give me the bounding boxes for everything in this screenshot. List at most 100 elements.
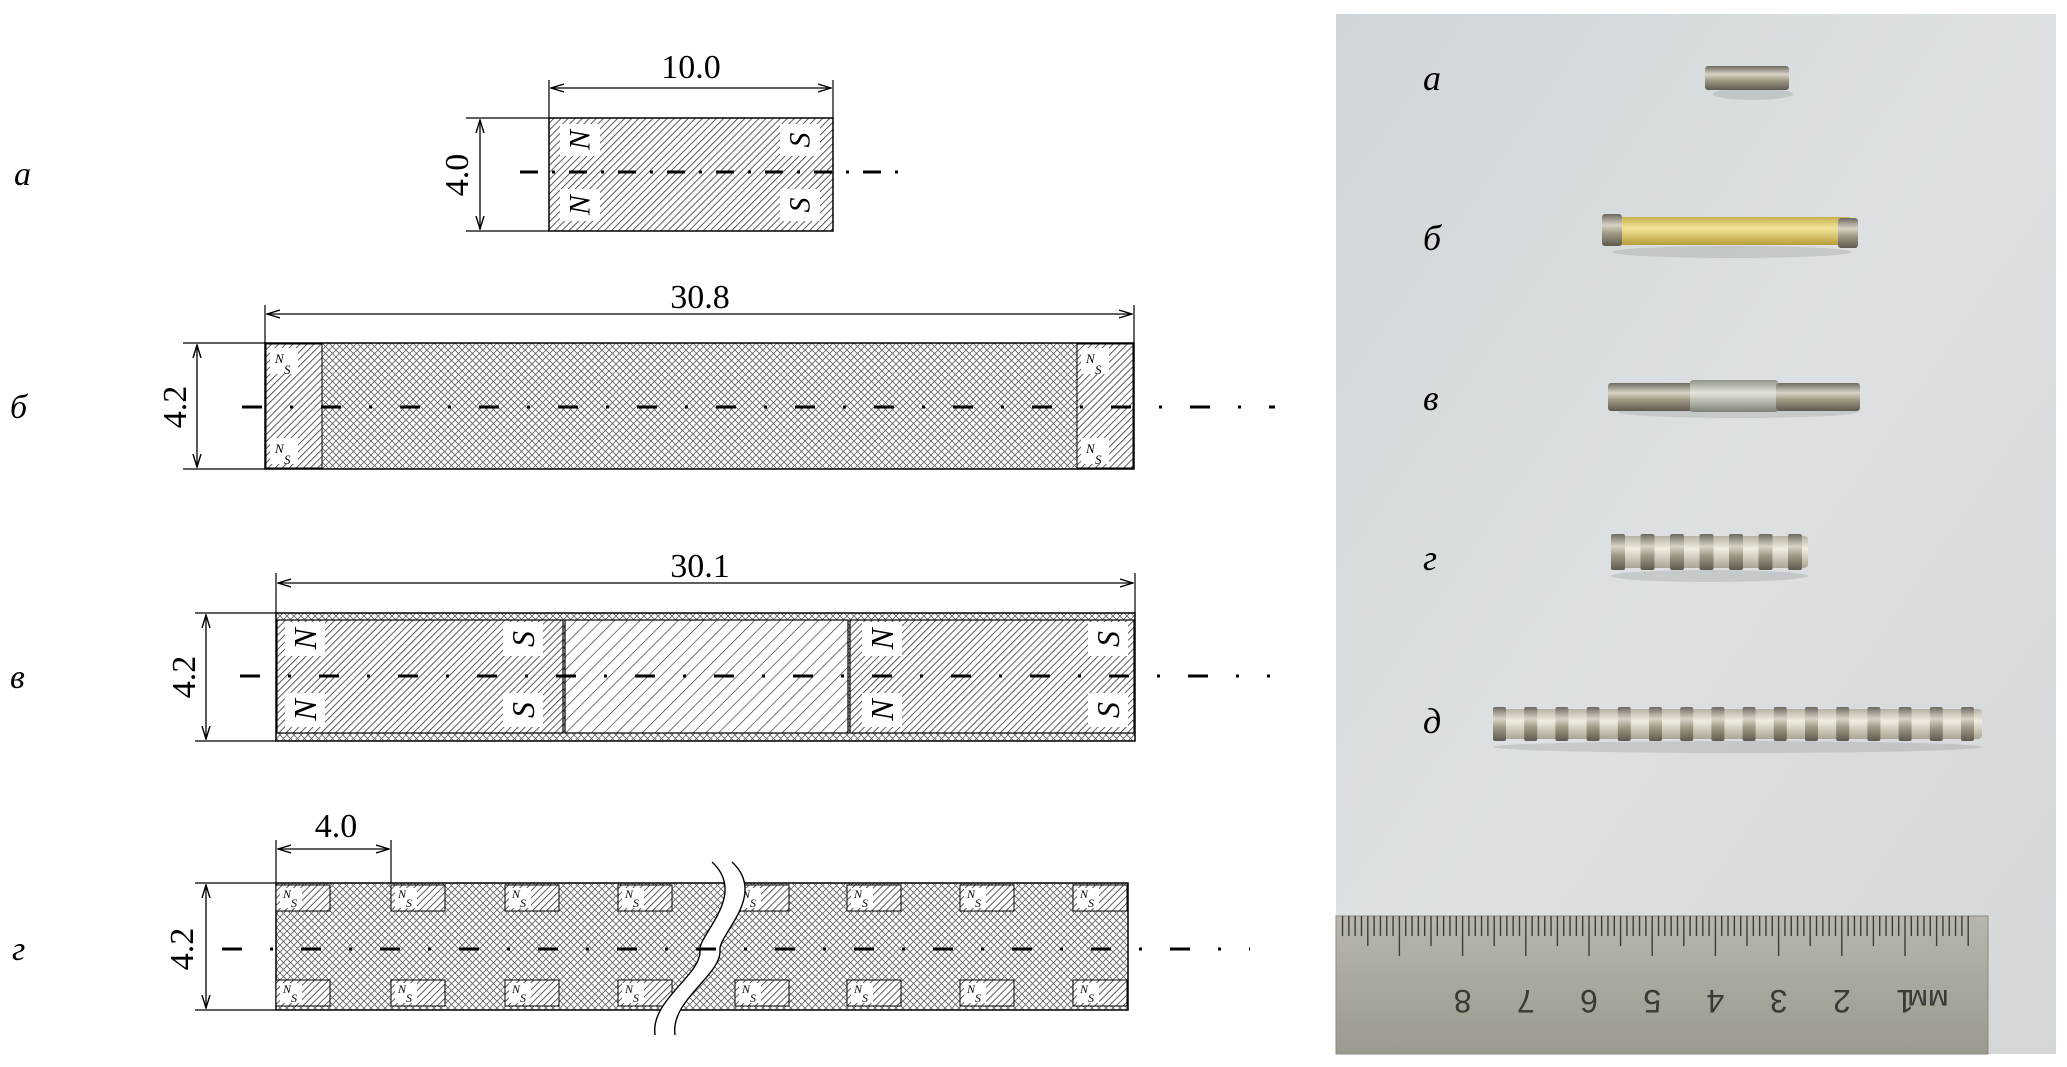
drawing-g-magnet: NS xyxy=(1072,979,1128,1007)
ruler-number: 6 xyxy=(1580,983,1598,1019)
rod-segment xyxy=(1555,707,1569,741)
drawing-v-length: 30.1 xyxy=(670,548,730,585)
photo-sample-v xyxy=(1608,380,1860,418)
drawing-g-pole-n: N xyxy=(741,887,751,901)
photo-sample-d xyxy=(1493,707,1982,753)
drawing-b-pole-n-2: N xyxy=(274,441,285,456)
drawing-b-length: 30.8 xyxy=(670,279,730,316)
ruler-number: 7 xyxy=(1517,983,1535,1019)
photo-sample-b xyxy=(1602,214,1858,258)
rod-segment xyxy=(1586,707,1600,741)
rod-segment xyxy=(1929,707,1943,741)
drawing-g-magnet: NS xyxy=(846,979,902,1007)
rod-segment xyxy=(1805,707,1818,741)
drawing-g-pole-s: S xyxy=(750,991,756,1005)
drawing-g-pole-n: N xyxy=(853,982,863,996)
drawing-g-magnet: NS xyxy=(1072,884,1128,912)
drawing-a-length: 10.0 xyxy=(661,49,721,86)
drawing-v-pole-s-4: S xyxy=(1090,702,1126,718)
rod-segment xyxy=(1611,534,1625,570)
drawing-g-pole-s: S xyxy=(291,896,297,910)
drawing-g-pole-n: N xyxy=(397,887,407,901)
rod-segment xyxy=(1898,707,1912,741)
rod-segment xyxy=(1670,534,1684,570)
drawing-g-pole-n: N xyxy=(741,982,751,996)
drawing-a-box-se xyxy=(780,189,820,221)
drawing-g-pole-s: S xyxy=(1088,991,1094,1005)
ruler-number: 5 xyxy=(1643,983,1661,1019)
ruler-number: 2 xyxy=(1833,983,1851,1019)
drawing-g-pole-n: N xyxy=(282,887,292,901)
photo-label-g: г xyxy=(1423,538,1437,578)
drawing-g-magnet: NS xyxy=(617,884,673,912)
drawing-b-pole-s-4: S xyxy=(1095,452,1102,467)
drawing-g-pole-s: S xyxy=(633,896,639,910)
drawing-g-magnet: NS xyxy=(846,884,902,912)
drawing-v-label: в xyxy=(10,659,25,696)
rod-segment xyxy=(1758,534,1773,570)
rod-segment xyxy=(1524,707,1538,741)
drawing-g-pole-s: S xyxy=(291,991,297,1005)
photo-label-v: в xyxy=(1423,378,1439,418)
drawing-g-pole-n: N xyxy=(397,982,407,996)
drawing-g-pole-s: S xyxy=(520,991,526,1005)
ruler-unit-label: мм xyxy=(1907,983,1948,1016)
drawing-a-box-sw xyxy=(560,189,600,221)
drawing-g-pole-n: N xyxy=(1079,887,1089,901)
rod-segment xyxy=(1961,707,1974,741)
drawing-g-pole-n: N xyxy=(966,887,976,901)
rod-segment xyxy=(1649,707,1662,741)
drawing-a-pole-n-top: N xyxy=(564,128,597,151)
rod-segment xyxy=(1742,707,1756,741)
rod-segment xyxy=(1493,707,1506,741)
drawing-a-pole-n-bottom: N xyxy=(564,193,597,216)
drawing-b-pole-s-3: S xyxy=(1095,362,1102,377)
drawing-g-pole-n: N xyxy=(624,982,634,996)
drawing-v-pole-n-1: N xyxy=(287,627,323,651)
photo-sample-g xyxy=(1611,534,1808,582)
drawing-g-pole-s: S xyxy=(862,896,868,910)
ruler-body xyxy=(1335,915,1989,1055)
drawing-b-height: 4.2 xyxy=(157,386,194,429)
drawing-g-magnet: NS xyxy=(734,979,790,1007)
photo-label-d: д xyxy=(1423,701,1441,741)
drawing-g-magnet: NS xyxy=(504,884,560,912)
drawing-g-magnet: NS xyxy=(390,884,446,912)
drawing-b: б N S N S N S N S 30.8 4.2 xyxy=(10,279,1275,470)
drawing-b-pole-s-2: S xyxy=(284,452,291,467)
drawing-g-magnet: NS xyxy=(504,979,560,1007)
photo-label-b: б xyxy=(1423,218,1443,258)
drawing-g-break-line-2 xyxy=(674,861,746,1036)
ruler-number: 3 xyxy=(1770,983,1788,1019)
photo-background xyxy=(1336,14,2056,1054)
drawing-g-magnet: NS xyxy=(390,979,446,1007)
drawing-b-pole-n-3: N xyxy=(1085,351,1096,366)
drawing-g-pole-s: S xyxy=(406,896,412,910)
rod-segment xyxy=(1617,707,1631,741)
drawing-g-magnet: NS xyxy=(275,979,331,1007)
rod-core xyxy=(1493,709,1982,739)
drawing-g-label: г xyxy=(12,931,25,968)
drawing-v-pole-s-2: S xyxy=(505,702,541,718)
drawing-b-pole-n-4: N xyxy=(1085,441,1096,456)
drawing-v-pole-s-3: S xyxy=(1090,631,1126,647)
drawing-g-pole-s: S xyxy=(520,896,526,910)
drawing-a-box-ne xyxy=(780,124,820,156)
drawing-g-pole-s: S xyxy=(406,991,412,1005)
rod-segment xyxy=(1788,534,1802,570)
rod-segment xyxy=(1729,534,1743,570)
drawing-a-pole-s-top: S xyxy=(784,133,817,148)
drawing-g-pole-n: N xyxy=(966,982,976,996)
drawing-b-pole-n-1: N xyxy=(274,351,285,366)
photo-label-a: а xyxy=(1423,58,1441,98)
drawing-g-pole-n: N xyxy=(853,887,863,901)
drawing-g-pole-s: S xyxy=(750,896,756,910)
drawing-b-pole-s-1: S xyxy=(284,362,291,377)
drawing-g-pole-n: N xyxy=(282,982,292,996)
drawing-b-label: б xyxy=(10,389,29,426)
rod-segment xyxy=(1711,707,1725,741)
